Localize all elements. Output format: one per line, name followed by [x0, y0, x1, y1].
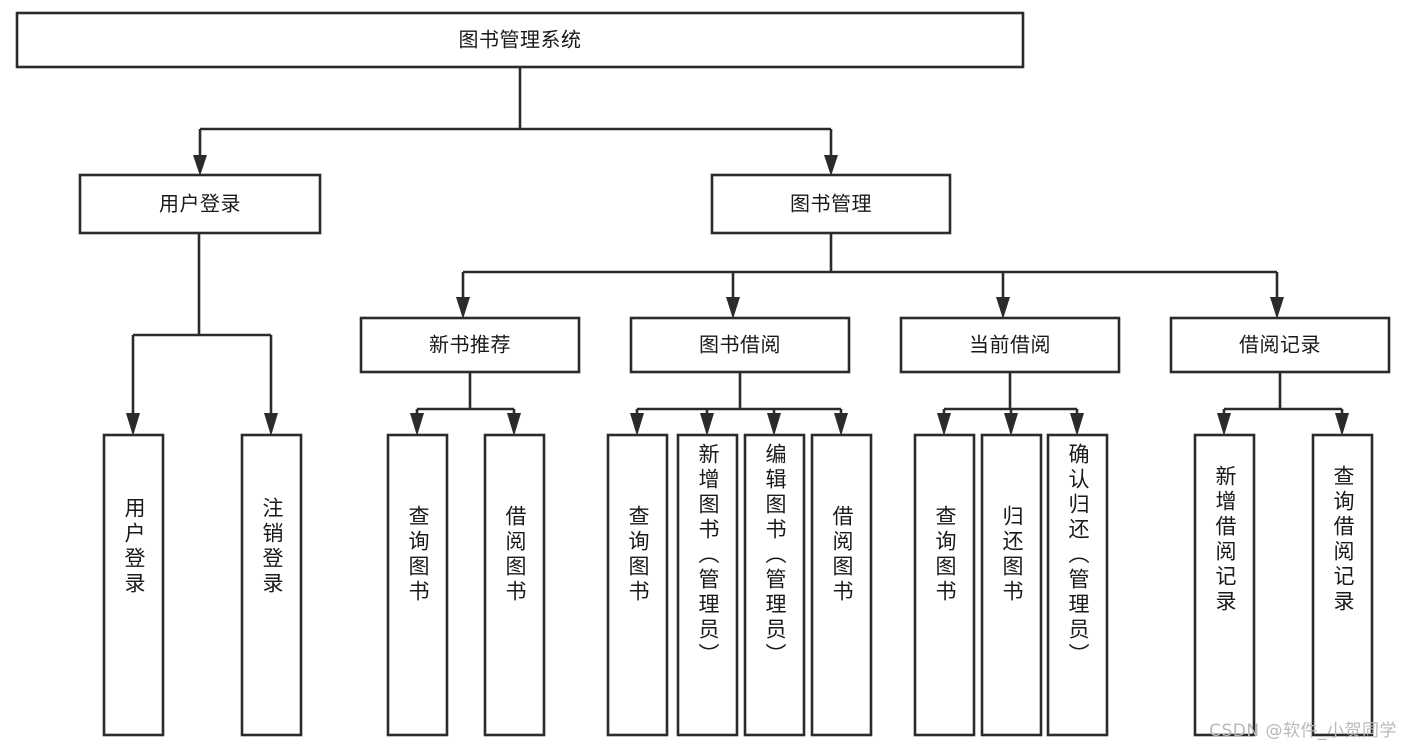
arrow-root-to-login-icon: [193, 155, 207, 176]
node-user-login-label: 用户登录: [159, 192, 241, 216]
node-borrow-record-box[interactable]: [1169, 316, 1391, 374]
node-book-borrow-box[interactable]: [629, 316, 851, 374]
leaf-box-borrow-book[interactable]: [810, 433, 873, 737]
arrow-newbook-leaf-2-icon: [507, 413, 521, 436]
arrow-login-leaf-1-icon: [126, 413, 140, 436]
leaf-box-add-book-admin[interactable]: [676, 433, 739, 737]
node-root[interactable]: 图书管理系统: [15, 11, 1025, 69]
arrow-books-to-newbook-icon: [456, 297, 470, 319]
node-current-borrow-box[interactable]: [899, 316, 1121, 374]
node-current-borrow[interactable]: 当前借阅: [899, 316, 1121, 374]
arrow-books-to-borrow-icon: [726, 297, 740, 319]
arrow-record-leaf-2-icon: [1335, 413, 1349, 436]
arrow-newbook-leaf-1-icon: [410, 413, 424, 436]
node-new-book-recommend-label: 新书推荐: [429, 333, 511, 357]
arrow-borrow-leaf-4-icon: [834, 413, 848, 436]
node-new-book-recommend[interactable]: 新书推荐: [359, 316, 581, 374]
node-book-borrow-label: 图书借阅: [699, 333, 781, 357]
leaf-box-confirm-return[interactable]: [1046, 433, 1109, 737]
leaf-box-query-book-new[interactable]: [386, 433, 449, 737]
arrow-login-leaf-2-icon: [264, 413, 278, 436]
leaf-box-logout-login[interactable]: [240, 433, 303, 737]
leaf-nodes-group: [102, 433, 1374, 737]
leaf-box-query-book-borrow[interactable]: [606, 433, 669, 737]
node-borrow-record[interactable]: 借阅记录: [1169, 316, 1391, 374]
arrow-books-to-current-icon: [996, 297, 1010, 319]
csdn-watermark: CSDN @软件_小贺同学: [1209, 721, 1397, 741]
leaf-box-borrow-book-new[interactable]: [483, 433, 546, 737]
node-new-book-recommend-box[interactable]: [359, 316, 581, 374]
node-root-box[interactable]: [15, 11, 1025, 69]
node-book-management-box[interactable]: [710, 173, 952, 235]
arrow-current-leaf-2-icon: [1004, 413, 1018, 436]
leaf-box-return-book[interactable]: [980, 433, 1043, 737]
arrow-record-leaf-1-icon: [1217, 413, 1231, 436]
arrow-borrow-leaf-3-icon: [767, 413, 781, 436]
node-book-borrow[interactable]: 图书借阅: [629, 316, 851, 374]
node-user-login[interactable]: 用户登录: [78, 173, 322, 235]
leaf-box-query-book-cur[interactable]: [913, 433, 976, 737]
arrow-books-to-record-icon: [1270, 297, 1284, 319]
arrow-current-leaf-1-icon: [937, 413, 951, 436]
node-book-management[interactable]: 图书管理: [710, 173, 952, 235]
leaf-box-query-record[interactable]: [1311, 433, 1374, 737]
node-book-management-label: 图书管理: [790, 192, 872, 216]
node-user-login-box[interactable]: [78, 173, 322, 235]
arrow-root-to-books-icon: [824, 155, 838, 176]
node-borrow-record-label: 借阅记录: [1239, 333, 1321, 357]
arrow-borrow-leaf-1-icon: [630, 413, 644, 436]
node-root-label: 图书管理系统: [459, 28, 582, 52]
leaf-box-add-record[interactable]: [1193, 433, 1256, 737]
arrow-borrow-leaf-2-icon: [700, 413, 714, 436]
leaf-box-user-login[interactable]: [102, 433, 165, 737]
connector-lines-group: [126, 67, 1349, 436]
leaf-box-edit-book-admin[interactable]: [743, 433, 806, 737]
node-current-borrow-label: 当前借阅: [969, 333, 1051, 357]
arrow-current-leaf-3-icon: [1070, 413, 1084, 436]
